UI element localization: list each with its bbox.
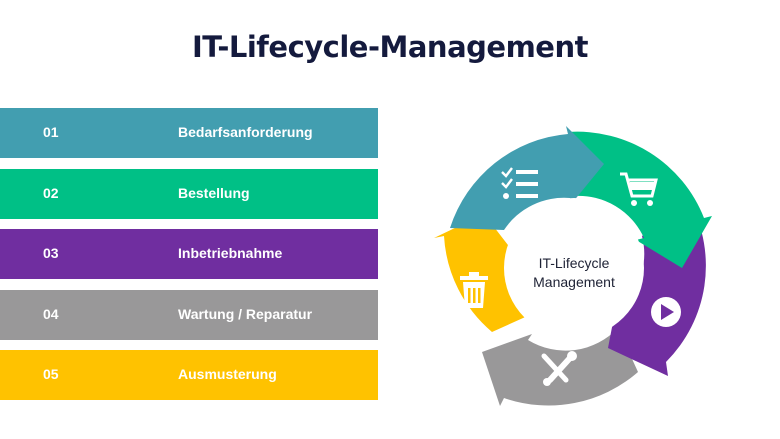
- step-label: Bedarfsanforderung: [178, 124, 313, 140]
- center-circle: [504, 198, 644, 338]
- center-label-line2: Management: [533, 274, 615, 290]
- step-bar-03: 03 Inbetriebnahme: [0, 229, 378, 280]
- play-icon: [651, 297, 681, 327]
- step-bar-05: 05 Ausmusterung: [0, 350, 378, 401]
- step-label: Wartung / Reparatur: [178, 305, 313, 322]
- center-label-line1: IT-Lifecycle: [538, 255, 610, 271]
- step-number: 04: [43, 305, 59, 322]
- tools-icon: [541, 351, 577, 386]
- step-label: Ausmusterung: [178, 366, 277, 383]
- lifecycle-diagram: IT-Lifecycle Management: [420, 118, 730, 428]
- step-list: 01 Bedarfsanforderung 02 Bestellung 03 I…: [0, 108, 378, 411]
- trash-icon: [460, 272, 488, 308]
- page-title: IT-Lifecycle-Management: [192, 30, 588, 64]
- checklist-icon: [501, 167, 538, 199]
- arrow-segment-02: [568, 131, 712, 268]
- step-label: Inbetriebnahme: [178, 245, 283, 262]
- step-number: 03: [43, 245, 59, 262]
- arrow-segment-05: [434, 214, 532, 332]
- shopping-cart-icon: [620, 172, 658, 206]
- step-label: Bestellung: [178, 184, 250, 201]
- step-bar-02: 02 Bestellung: [0, 168, 378, 219]
- arrow-segment-01: [450, 126, 604, 230]
- step-number: 05: [43, 366, 59, 383]
- step-bar-04: 04 Wartung / Reparatur: [0, 289, 378, 340]
- cycle-center-label: IT-Lifecycle Management: [512, 254, 636, 292]
- step-number: 02: [43, 184, 59, 201]
- step-bar-01: 01 Bedarfsanforderung: [0, 108, 378, 158]
- step-number: 01: [43, 124, 59, 140]
- cycle-ring: [434, 126, 712, 406]
